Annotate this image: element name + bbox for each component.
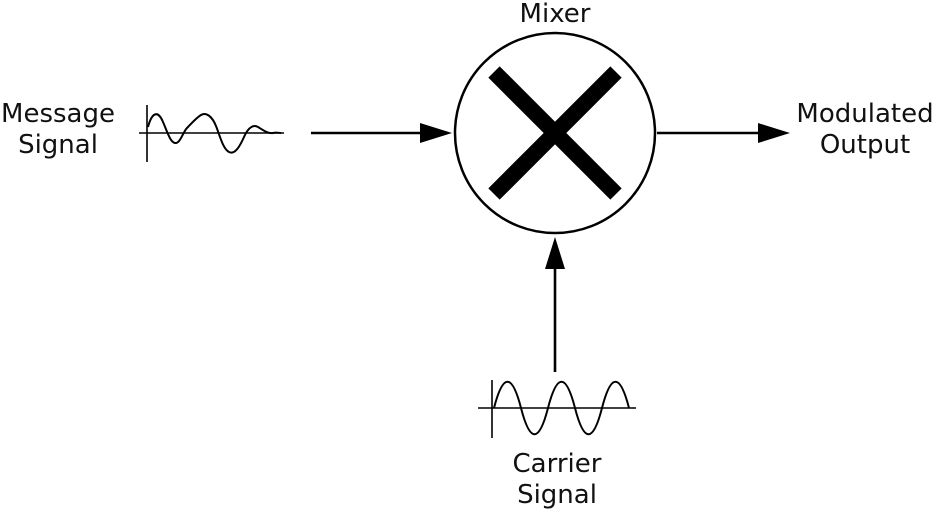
mixer-circle-icon [453, 31, 657, 235]
message-arrowhead-icon [420, 123, 452, 143]
carrier-signal-label: Carrier Signal [513, 449, 602, 510]
output-arrowhead-icon [758, 123, 790, 143]
carrier-arrowhead-icon [545, 237, 565, 269]
message-arrow [311, 123, 452, 143]
output-label-line1: Modulated [796, 99, 933, 129]
modulated-output-label: Modulated Output [796, 99, 933, 160]
mixer-title: Mixer [520, 0, 591, 29]
carrier-label-line2: Signal [517, 480, 597, 510]
message-label-line2: Signal [18, 130, 98, 160]
multiplier-x-icon [488, 66, 622, 200]
message-signal-label: Message Signal [1, 99, 115, 160]
message-label-line1: Message [1, 99, 115, 129]
carrier-label-line1: Carrier [513, 449, 602, 479]
output-label-line2: Output [820, 130, 910, 160]
mixer-node [453, 31, 657, 235]
carrier-arrow [545, 237, 565, 372]
carrier-waveform-icon [478, 380, 636, 438]
output-arrow [657, 123, 790, 143]
message-waveform-icon [139, 105, 284, 162]
